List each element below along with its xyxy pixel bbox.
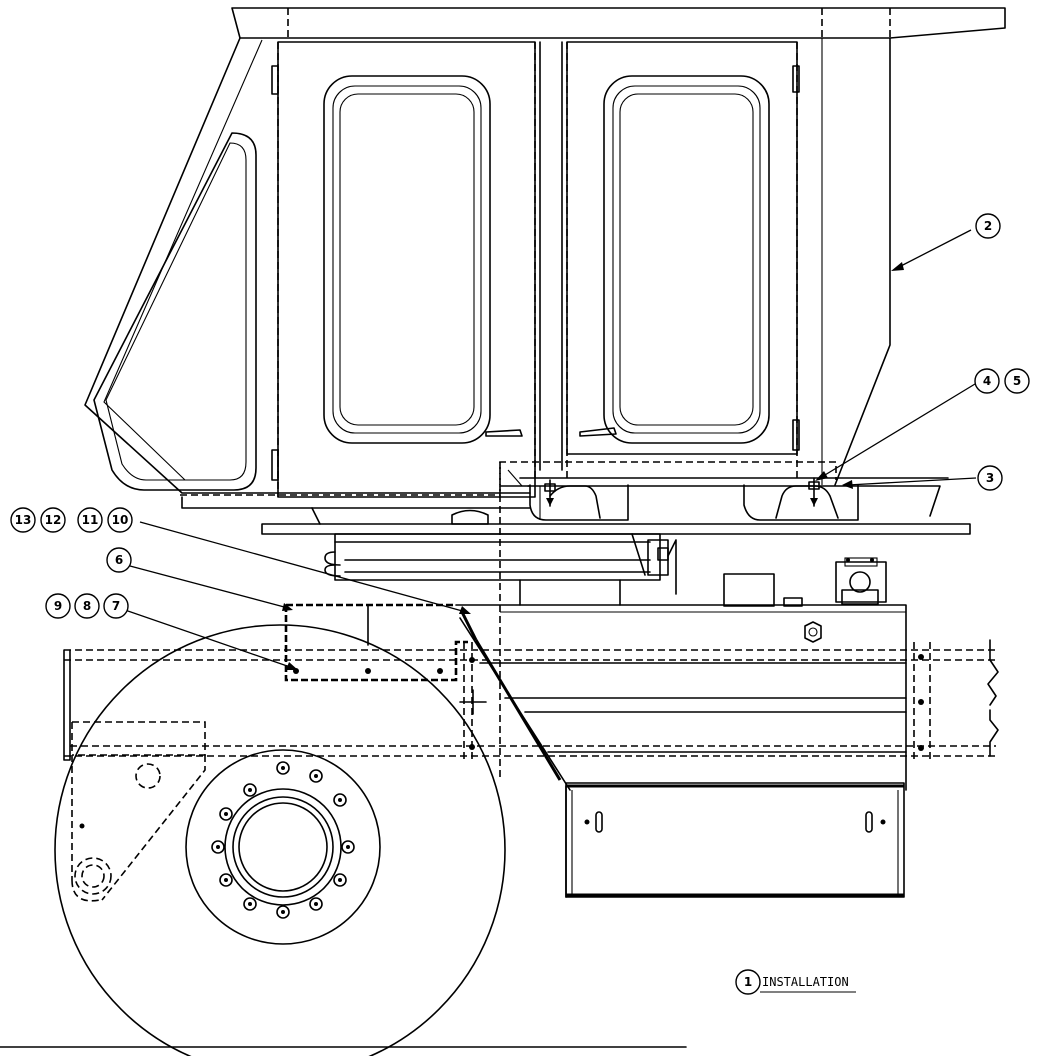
callout-label-7: 7 [112,599,120,613]
callout-label-13: 13 [15,513,32,527]
step-box [565,782,905,898]
leader-lines [124,229,977,670]
callout-label-12: 12 [45,513,62,527]
callout-bubble-5: 5 [1004,368,1030,394]
callout-label-3: 3 [986,471,994,485]
callout-bubble-6: 6 [106,547,132,573]
callout-label-5: 5 [1013,374,1021,388]
turntable [261,507,971,606]
callout-bubble-8: 8 [74,593,100,619]
callout-bubble-11: 11 [77,507,103,533]
callout-bubble-9: 9 [45,593,71,619]
callout-bubble-7: 7 [103,593,129,619]
caption-number: 1 [744,975,752,989]
callout-label-10: 10 [112,513,129,527]
carrier-body [63,557,999,791]
callout-bubble-2: 2 [975,213,1001,239]
callout-bubble-3: 3 [977,465,1003,491]
callout-label-11: 11 [82,513,99,527]
callout-label-8: 8 [83,599,91,613]
callout-label-2: 2 [984,219,992,233]
caption-title: INSTALLATION [762,975,849,989]
callout-bubble-13: 13 [10,507,36,533]
callout-bubble-12: 12 [40,507,66,533]
mount-bolt-left [544,479,556,507]
view-caption: 1 INSTALLATION [735,969,856,995]
cab-mounts [499,469,949,521]
callout-label-6: 6 [115,553,123,567]
callout-label-9: 9 [54,599,62,613]
wheel-assembly [54,624,506,1056]
lug-nuts [211,761,355,919]
valve-assembly [835,557,887,605]
operator-cab [84,7,1006,780]
callout-label-4: 4 [983,374,991,388]
mount-bolt-right [808,477,820,507]
callout-bubble-4: 4 [974,368,1000,394]
callout-bubble-10: 10 [107,507,133,533]
